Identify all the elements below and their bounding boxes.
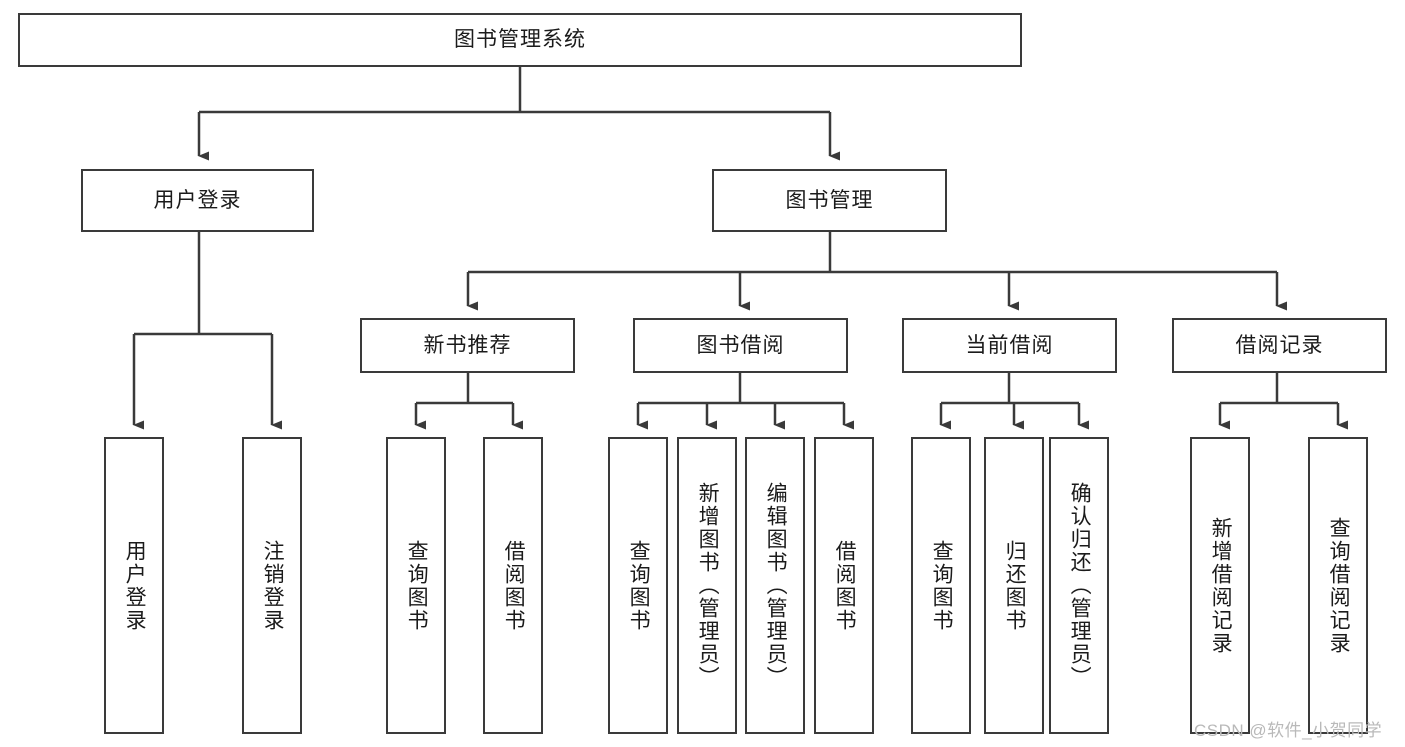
- node-leaf-logout[interactable]: 注销登录: [242, 437, 302, 734]
- node-leaf-borrow-book[interactable]: 借阅图书: [814, 437, 874, 734]
- node-book-manage-label: 图书管理: [785, 188, 874, 212]
- node-leaf-logout-label: 注销登录: [261, 539, 285, 632]
- node-leaf-return-book-label: 归还图书: [1003, 539, 1027, 632]
- node-book-manage[interactable]: 图书管理: [712, 169, 947, 232]
- node-root-label: 图书管理系统: [454, 28, 586, 52]
- node-leaf-user-login-label: 用户登录: [123, 539, 147, 632]
- node-current-borrow[interactable]: 当前借阅: [902, 318, 1117, 373]
- node-leaf-add-record-label: 新增借阅记录: [1209, 516, 1233, 655]
- watermark: CSDN @软件_小贺同学: [1194, 721, 1383, 740]
- node-leaf-user-login[interactable]: 用户登录: [104, 437, 164, 734]
- node-leaf-return-book[interactable]: 归还图书: [984, 437, 1044, 734]
- node-leaf-query-record[interactable]: 查询借阅记录: [1308, 437, 1368, 734]
- node-leaf-add-book[interactable]: 新增图书（管理员）: [677, 437, 737, 734]
- node-user-login[interactable]: 用户登录: [81, 169, 314, 232]
- node-root[interactable]: 图书管理系统: [18, 13, 1022, 67]
- node-current-borrow-label: 当前借阅: [965, 333, 1054, 357]
- node-leaf-query-book-cur-label: 查询图书: [930, 539, 954, 632]
- node-leaf-query-book-borrow-label: 查询图书: [627, 539, 651, 632]
- node-leaf-query-book-rec-label: 查询图书: [405, 539, 429, 632]
- node-leaf-edit-book-label: 编辑图书（管理员）: [764, 482, 788, 689]
- node-leaf-borrow-book-rec[interactable]: 借阅图书: [483, 437, 543, 734]
- node-book-borrow-label: 图书借阅: [696, 333, 785, 357]
- node-leaf-borrow-book-rec-label: 借阅图书: [502, 539, 526, 632]
- node-leaf-confirm-return-label: 确认归还（管理员）: [1068, 482, 1092, 689]
- node-leaf-query-record-label: 查询借阅记录: [1327, 516, 1351, 655]
- node-leaf-query-book-rec[interactable]: 查询图书: [386, 437, 446, 734]
- node-book-borrow[interactable]: 图书借阅: [633, 318, 848, 373]
- node-leaf-edit-book[interactable]: 编辑图书（管理员）: [745, 437, 805, 734]
- node-new-book-rec-label: 新书推荐: [423, 333, 512, 357]
- node-borrow-record-label: 借阅记录: [1235, 333, 1324, 357]
- node-leaf-add-record[interactable]: 新增借阅记录: [1190, 437, 1250, 734]
- node-leaf-query-book-cur[interactable]: 查询图书: [911, 437, 971, 734]
- node-borrow-record[interactable]: 借阅记录: [1172, 318, 1387, 373]
- node-leaf-borrow-book-label: 借阅图书: [833, 539, 857, 632]
- node-user-login-label: 用户登录: [153, 188, 242, 212]
- node-leaf-query-book-borrow[interactable]: 查询图书: [608, 437, 668, 734]
- node-new-book-rec[interactable]: 新书推荐: [360, 318, 575, 373]
- node-leaf-add-book-label: 新增图书（管理员）: [696, 482, 720, 689]
- node-leaf-confirm-return[interactable]: 确认归还（管理员）: [1049, 437, 1109, 734]
